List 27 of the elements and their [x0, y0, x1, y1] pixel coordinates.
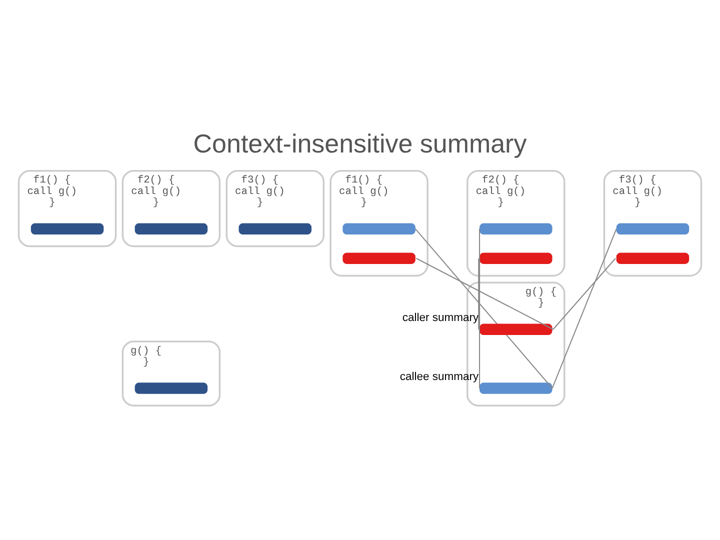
cluster: g() { } [122, 340, 221, 406]
node-bar [342, 252, 416, 264]
cluster: f3() { call g() } [603, 170, 702, 276]
connector [478, 258, 480, 329]
node-bar [480, 222, 552, 234]
node-label: caller summary [402, 312, 479, 324]
connector [552, 258, 616, 330]
node-bar [616, 222, 690, 234]
node-bar [616, 252, 690, 264]
cluster: f1() { call g() } [18, 170, 117, 247]
cluster: f2() { call g() } [122, 170, 221, 247]
node-bar [480, 323, 552, 335]
node-bar [480, 252, 552, 264]
node-bar [30, 222, 104, 234]
node-bar [480, 382, 552, 394]
cluster: f3() { call g() } [226, 170, 324, 247]
node-bar [134, 222, 208, 234]
connector [415, 228, 553, 388]
cluster: f1() { call g() } [330, 170, 428, 276]
cluster: f2() { call g() } [466, 170, 566, 276]
node-bar [238, 222, 312, 234]
diagram-title: Context-insensitive summary [193, 128, 527, 158]
node-bar [342, 222, 416, 234]
connector [416, 257, 554, 330]
connector [552, 228, 617, 388]
node-bar [134, 382, 208, 394]
node-label: callee summary [400, 370, 479, 382]
